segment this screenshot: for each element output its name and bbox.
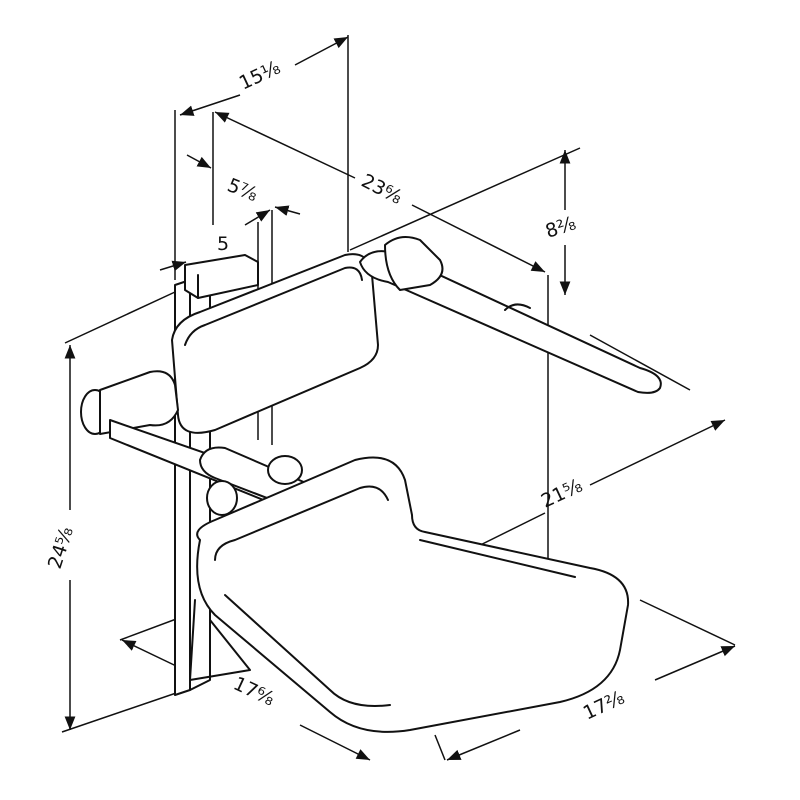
dim-arm-spacing: 21⁵⁄₈	[538, 475, 586, 513]
right-armrest	[359, 235, 662, 394]
dim-wall-plate-depth: 5	[217, 233, 229, 255]
dim-backrest-offset: 5⁷⁄₈	[224, 174, 261, 206]
seat	[189, 456, 630, 733]
backrest	[171, 253, 379, 434]
dimension-lines	[64, 36, 736, 761]
dim-backrest-height: 8²⁄₈	[543, 212, 579, 242]
dim-overall-height: 24⁵⁄₈	[44, 524, 78, 571]
dim-seat-depth: 17⁶⁄₈	[230, 673, 278, 711]
dim-backrest-to-arm: 23⁶⁄₈	[358, 170, 406, 209]
dim-overall-depth-top: 15⅛	[236, 57, 284, 95]
